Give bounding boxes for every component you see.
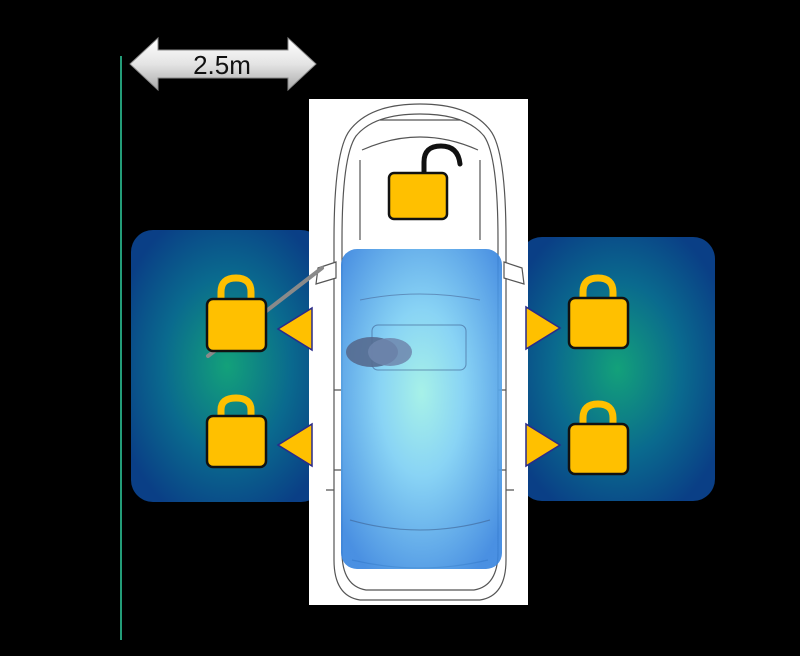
left-detection-zone	[131, 230, 323, 502]
front-right-locked-padlock-icon	[567, 274, 630, 350]
cabin-highlight	[341, 249, 502, 569]
double-headed-arrow-icon	[129, 36, 317, 92]
rear-left-locked-padlock-icon	[205, 394, 268, 469]
front-left-triangle-arrow-icon	[276, 306, 313, 352]
front-right-triangle-arrow-icon	[525, 305, 562, 351]
rear-right-locked-padlock-icon	[567, 400, 630, 476]
distance-label: 2.5m	[193, 50, 251, 80]
front-left-locked-padlock-icon	[205, 274, 268, 353]
trunk-unlocked-padlock-icon	[387, 143, 463, 221]
distance-arrow: 2.5m	[129, 36, 317, 92]
occupant-head-icon	[346, 337, 412, 367]
rear-left-triangle-arrow-icon	[276, 422, 313, 468]
rear-right-triangle-arrow-icon	[525, 422, 562, 468]
right-mirror	[503, 261, 525, 285]
